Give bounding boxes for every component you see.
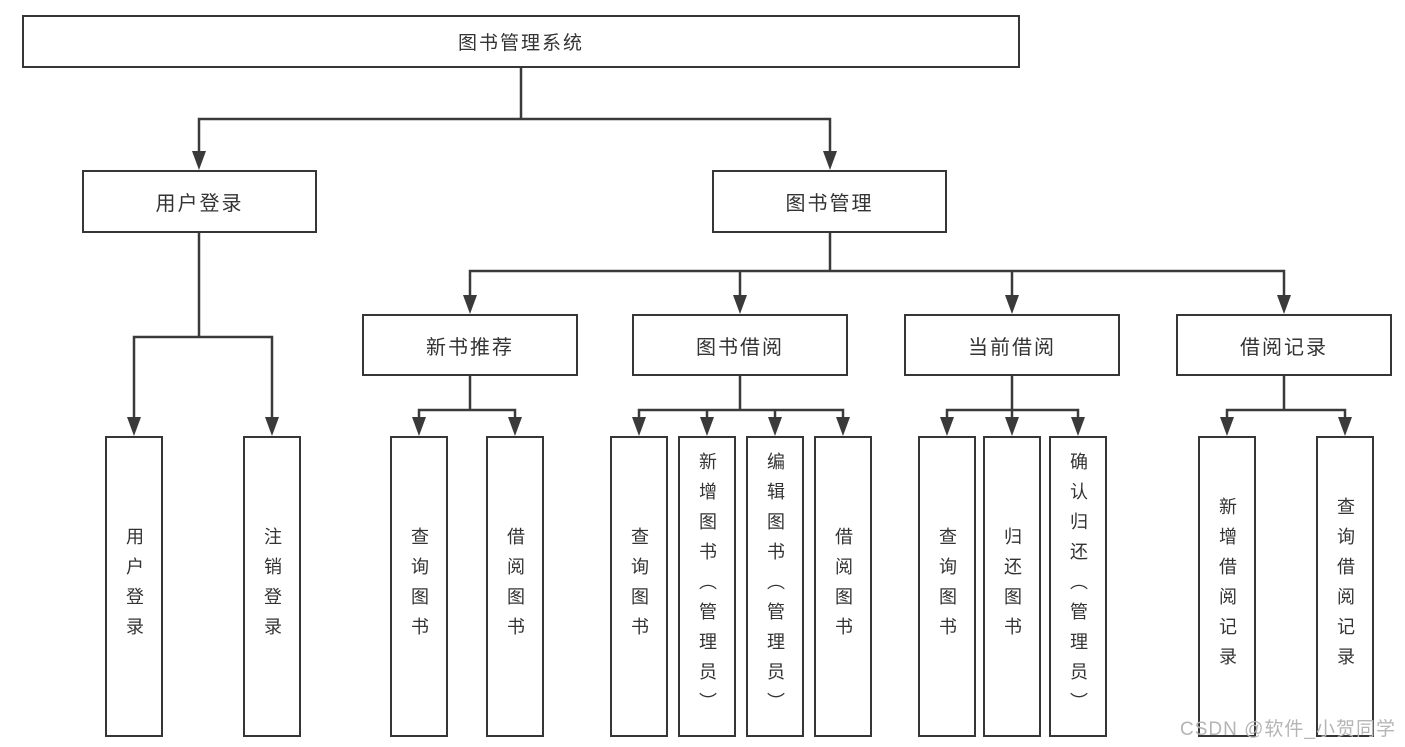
leaf-label: 查询图书 — [937, 526, 957, 647]
node-label: 借阅记录 — [1240, 336, 1328, 359]
leaf-label: 编辑图书（管理员） — [765, 451, 785, 722]
node-label: 图书管理系统 — [457, 33, 584, 54]
leaf-label: 新增图书（管理员） — [697, 451, 717, 722]
node-label: 新书推荐 — [426, 336, 514, 359]
leaf-label: 新增借阅记录 — [1217, 496, 1237, 677]
leaf-label: 查询借阅记录 — [1335, 496, 1355, 677]
node-borrow-records: 借阅记录 — [1176, 314, 1392, 376]
leaf-query-books-borrow: 查询图书 — [610, 436, 668, 737]
leaf-label: 用户登录 — [124, 526, 144, 647]
node-user-login: 用户登录 — [82, 170, 317, 233]
leaf-return-book: 归还图书 — [983, 436, 1041, 737]
leaf-query-books-recommend: 查询图书 — [390, 436, 448, 737]
leaf-label: 确认归还（管理员） — [1068, 451, 1088, 722]
node-label: 当前借阅 — [968, 336, 1056, 359]
leaf-label: 借阅图书 — [833, 526, 853, 647]
node-new-book-recommend: 新书推荐 — [362, 314, 578, 376]
node-label: 图书管理 — [785, 193, 874, 215]
leaf-confirm-return-admin: 确认归还（管理员） — [1049, 436, 1107, 737]
node-book-borrow: 图书借阅 — [632, 314, 848, 376]
leaf-label: 查询图书 — [629, 526, 649, 647]
leaf-query-books-current: 查询图书 — [918, 436, 976, 737]
node-current-borrow: 当前借阅 — [904, 314, 1120, 376]
leaf-label: 注销登录 — [262, 526, 282, 647]
leaf-label: 借阅图书 — [505, 526, 525, 647]
node-root: 图书管理系统 — [22, 15, 1020, 68]
leaf-borrow-books: 借阅图书 — [814, 436, 872, 737]
leaf-add-book-admin: 新增图书（管理员） — [678, 436, 736, 737]
leaf-label: 归还图书 — [1002, 526, 1022, 647]
leaf-user-login: 用户登录 — [105, 436, 163, 737]
leaf-borrow-books-recommend: 借阅图书 — [486, 436, 544, 737]
node-label: 图书借阅 — [696, 336, 784, 359]
node-book-management: 图书管理 — [712, 170, 947, 233]
leaf-logout: 注销登录 — [243, 436, 301, 737]
csdn-watermark: CSDN @软件_小贺同学 — [1180, 719, 1396, 740]
leaf-label: 查询图书 — [409, 526, 429, 647]
node-label: 用户登录 — [155, 193, 244, 215]
leaf-edit-book-admin: 编辑图书（管理员） — [746, 436, 804, 737]
leaf-query-borrow-record: 查询借阅记录 — [1316, 436, 1374, 737]
leaf-add-borrow-record: 新增借阅记录 — [1198, 436, 1256, 737]
